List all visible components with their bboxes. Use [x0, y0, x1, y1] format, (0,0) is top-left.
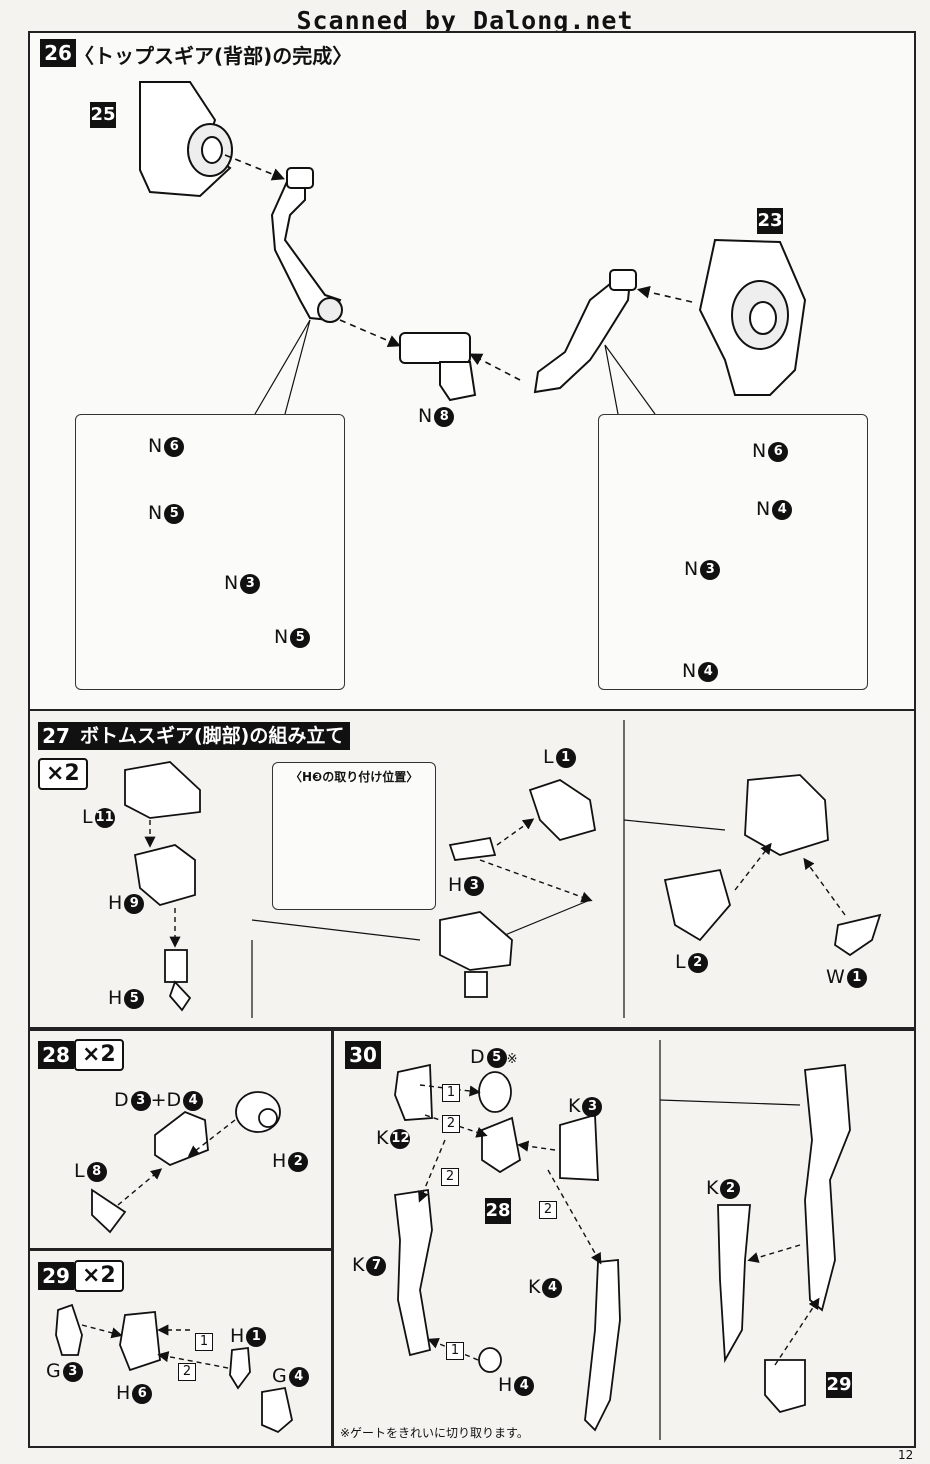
- part-w1: [834, 913, 882, 957]
- seq-29-2: 2: [178, 1363, 196, 1381]
- seq-30-2b: 2: [441, 1168, 459, 1186]
- step-30-note: ※ゲートをきれいに切り取ります。: [340, 1426, 529, 1440]
- seq-29-1: 1: [195, 1333, 213, 1351]
- ref-step-29: 29: [826, 1372, 852, 1398]
- inset-right-arm: [598, 414, 868, 690]
- ref-step-25: 25: [90, 102, 116, 128]
- scan-watermark: Scanned by Dalong.net: [296, 6, 634, 35]
- seq-30-1a: 1: [442, 1084, 460, 1102]
- step-26-number: 26: [40, 39, 76, 67]
- step-26-title: 〈トップスギア(背部)の完成〉: [74, 44, 353, 68]
- seq-30-2a: 2: [442, 1115, 460, 1133]
- part-g4: [261, 1386, 293, 1434]
- step-28-multiplier: ×2: [74, 1039, 124, 1071]
- step-30-number: 30: [345, 1041, 381, 1069]
- part-g3: [55, 1303, 83, 1356]
- center-joint: [399, 332, 471, 364]
- arm-right: [533, 279, 632, 394]
- part-k12: [394, 1063, 433, 1121]
- part-28: [481, 1116, 522, 1174]
- inset-h3-position: [272, 762, 436, 910]
- step-27-panel: [28, 709, 916, 1031]
- part-h3: [448, 836, 497, 861]
- part-k7: [394, 1188, 433, 1357]
- step-27-title: ボトムスギア(脚部)の組み立て: [74, 722, 351, 750]
- step-28-number: 28: [38, 1041, 74, 1069]
- seq-30-2c: 2: [539, 1201, 557, 1219]
- step-29-multiplier: ×2: [74, 1260, 124, 1292]
- step-28-panel: [28, 1027, 334, 1251]
- leg-assembly-mid: [439, 911, 513, 971]
- inset-left-arm: [75, 414, 345, 690]
- part-l8: [91, 1188, 127, 1234]
- inset-h3-title: 〈H❸の取り付け位置〉: [290, 770, 419, 784]
- step-27-multiplier: ×2: [38, 758, 88, 790]
- page-number: 12: [898, 1448, 914, 1462]
- part-k4: [584, 1259, 621, 1432]
- arm-left: [270, 174, 342, 322]
- part-l11: [124, 761, 201, 819]
- part-29: [764, 1359, 806, 1414]
- step-29-panel: [28, 1248, 334, 1448]
- part-l1: [528, 779, 597, 842]
- part-k2: [717, 1204, 751, 1364]
- part-h9: [133, 844, 196, 906]
- leg-assembly-final: [804, 1063, 851, 1312]
- part-h1: [229, 1346, 251, 1390]
- part-h4: [478, 1347, 502, 1373]
- ref-step-28: 28: [485, 1198, 511, 1224]
- part-l2: [663, 868, 731, 942]
- part-k3: [559, 1113, 599, 1181]
- step-29-number: 29: [38, 1262, 74, 1290]
- step-30-panel: [331, 1027, 916, 1448]
- leg-assembly-right: [744, 774, 829, 856]
- seq-30-1b: 1: [446, 1342, 464, 1360]
- step-27-number: 27: [38, 722, 74, 750]
- part-h6: [119, 1311, 161, 1372]
- ref-step-23: 23: [757, 208, 783, 234]
